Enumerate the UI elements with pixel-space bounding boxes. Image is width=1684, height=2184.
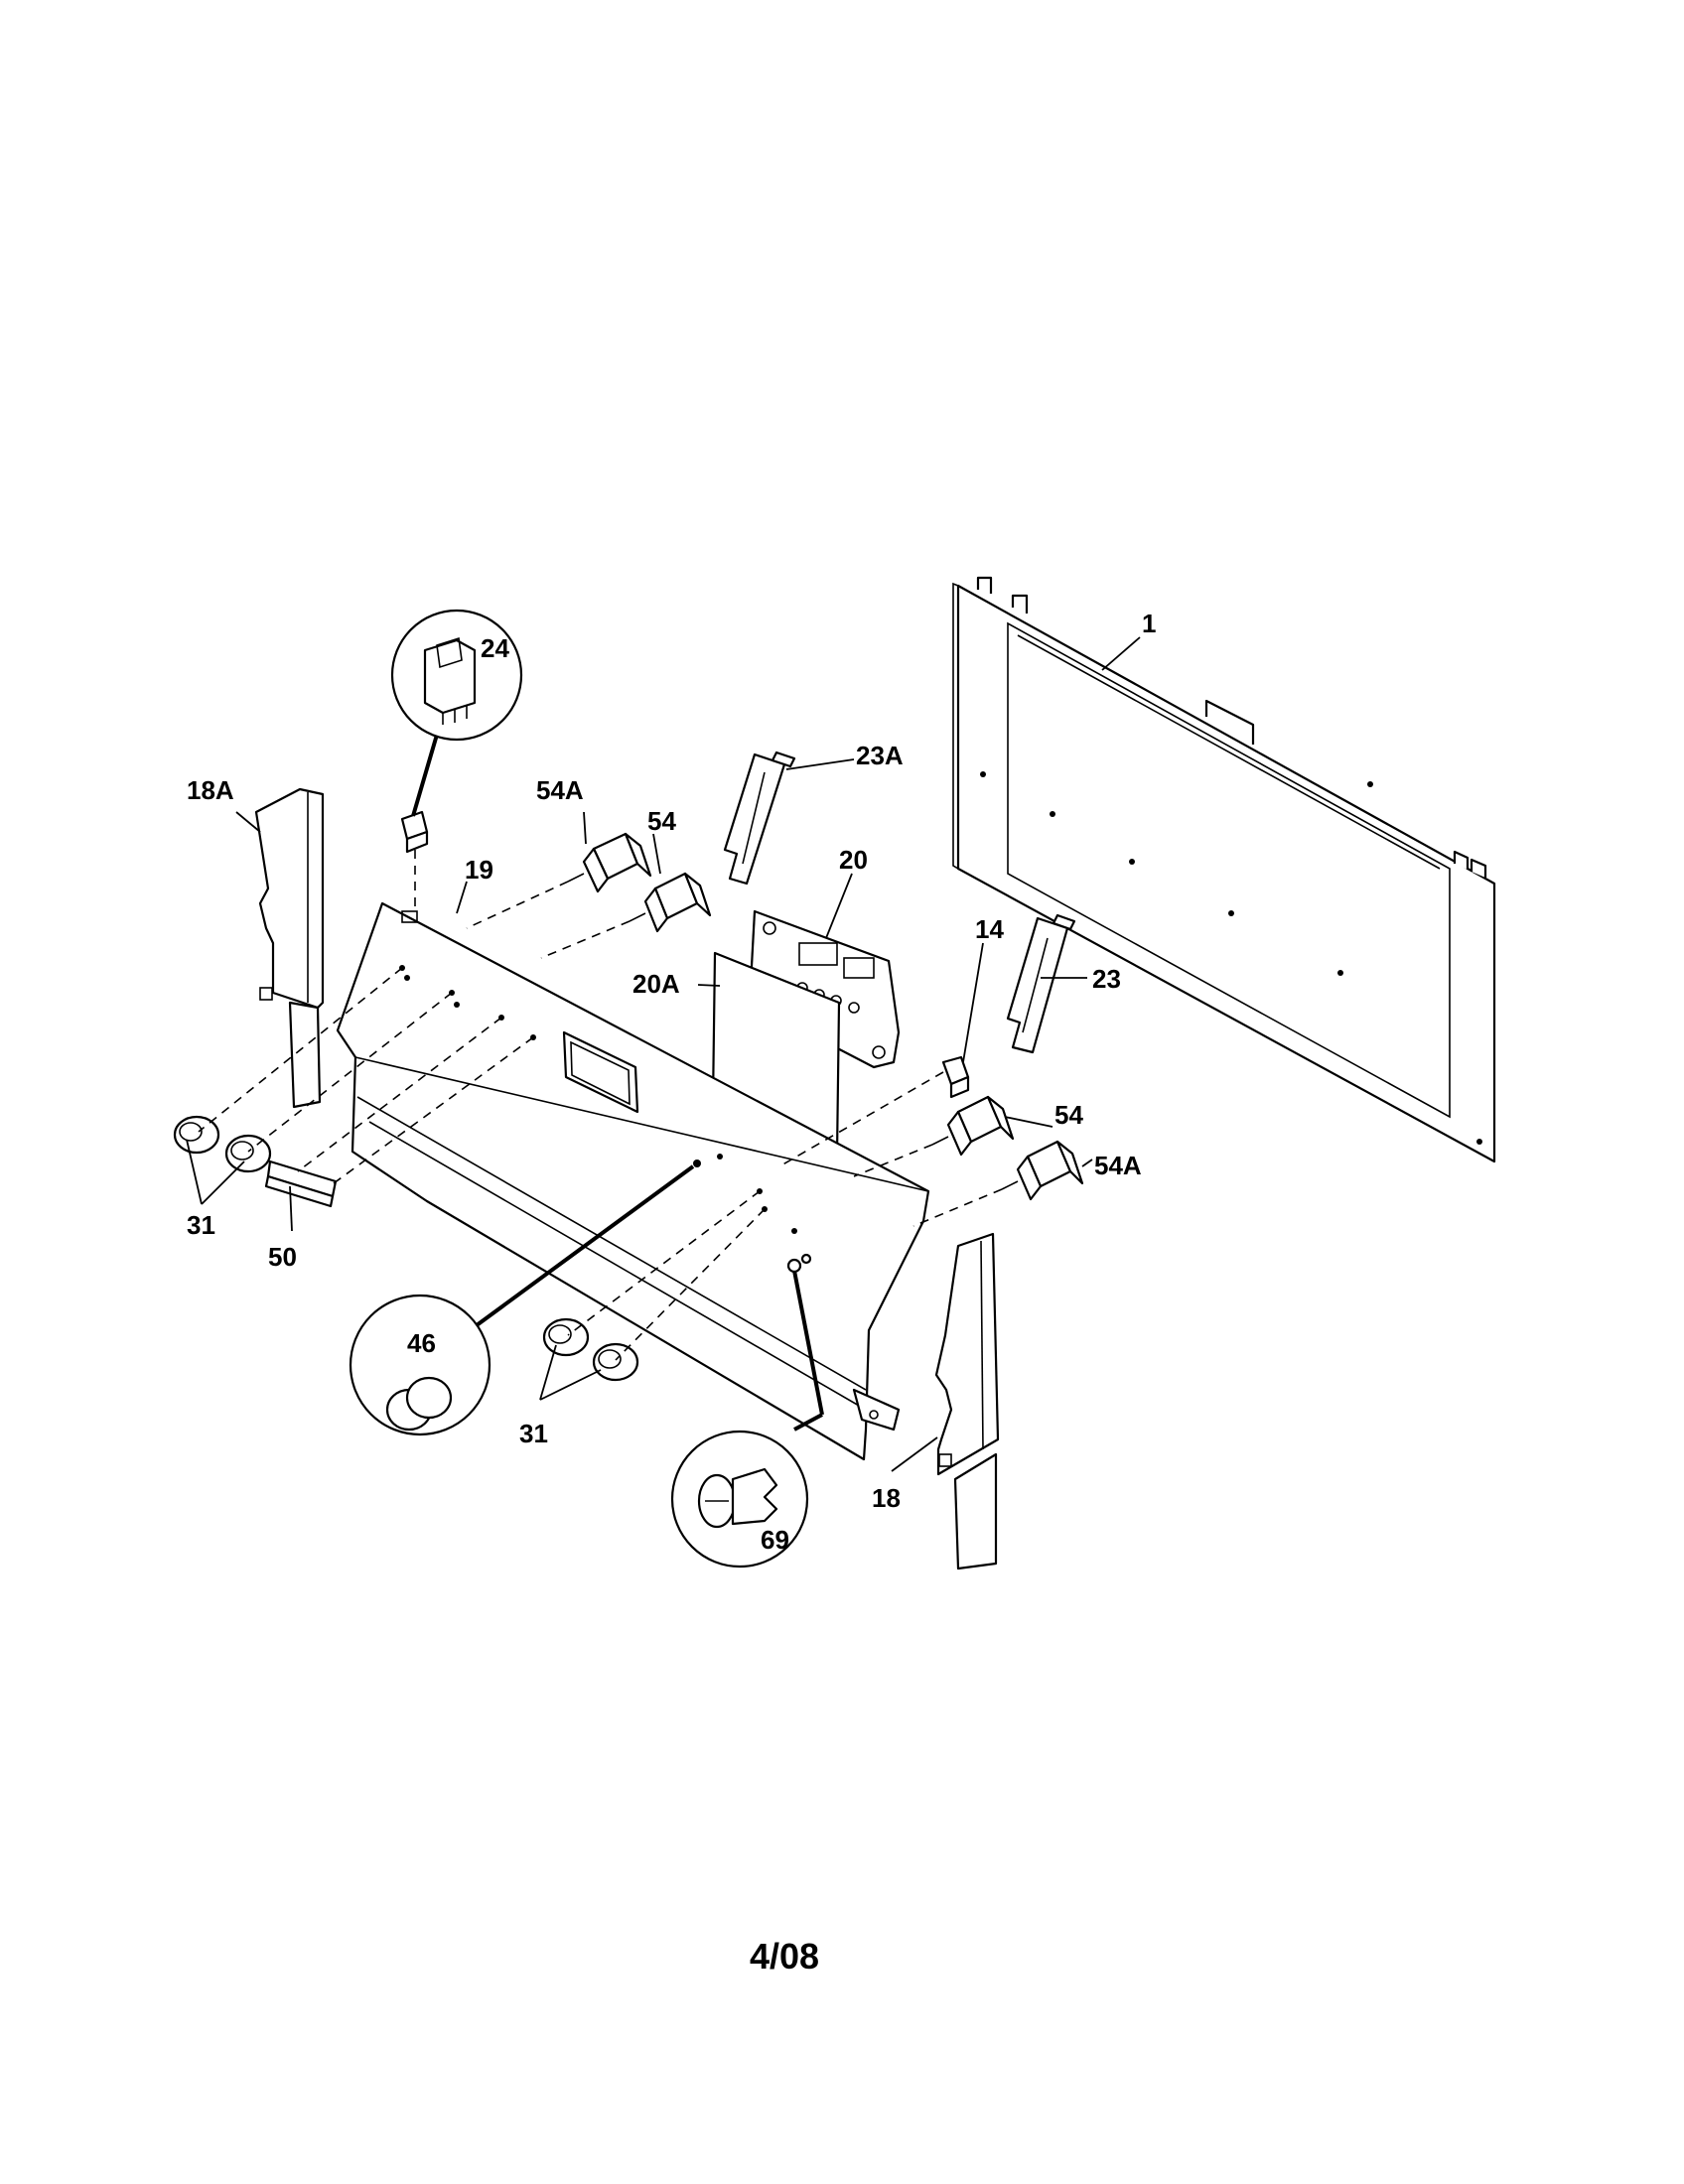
label-part-50: 50 bbox=[268, 1242, 297, 1272]
part-19-control-panel bbox=[336, 901, 930, 1461]
part-18-side-trim bbox=[934, 1232, 1000, 1570]
label-part-20a: 20A bbox=[632, 969, 680, 999]
part-labels: 1 23A 24 18A 54A 54 20 19 14 20A 23 54 5… bbox=[187, 609, 1156, 1555]
label-part-23a: 23A bbox=[856, 741, 904, 770]
part-23-bracket bbox=[1006, 913, 1076, 1054]
part-24-rocker-switch bbox=[390, 609, 523, 854]
part-54-upper-switch bbox=[629, 872, 712, 933]
label-part-18: 18 bbox=[872, 1483, 901, 1513]
label-part-31-center: 31 bbox=[519, 1419, 548, 1448]
label-part-69: 69 bbox=[761, 1525, 789, 1555]
part-14-switch bbox=[941, 1055, 970, 1099]
part-50-indicator-lens bbox=[264, 1160, 338, 1208]
label-part-54-upper: 54 bbox=[647, 806, 676, 836]
label-part-20: 20 bbox=[839, 845, 868, 875]
label-part-54a-right: 54A bbox=[1094, 1151, 1142, 1180]
part-31-left-knobs bbox=[173, 1115, 272, 1173]
label-part-1: 1 bbox=[1142, 609, 1156, 638]
part-23a-bracket bbox=[723, 751, 796, 886]
part-46-indicator-light bbox=[349, 1160, 701, 1436]
part-54a-upper-switch bbox=[567, 832, 652, 893]
footer-date-code: 4/08 bbox=[750, 1936, 819, 1977]
part-20-control-board bbox=[748, 909, 901, 1069]
label-part-19: 19 bbox=[465, 855, 493, 885]
label-part-46: 46 bbox=[407, 1328, 436, 1358]
part-54a-right-switch bbox=[1001, 1140, 1084, 1201]
label-part-31-left: 31 bbox=[187, 1210, 215, 1240]
part-18a-side-trim bbox=[254, 787, 325, 1109]
label-part-23: 23 bbox=[1092, 964, 1121, 994]
part-31-center-knobs bbox=[542, 1317, 639, 1382]
label-part-18a: 18A bbox=[187, 775, 234, 805]
part-69-screw bbox=[670, 1253, 824, 1569]
label-part-24: 24 bbox=[481, 633, 509, 663]
part-1-rear-panel bbox=[952, 576, 1496, 1163]
label-part-14: 14 bbox=[975, 914, 1004, 944]
label-part-54a-upper: 54A bbox=[536, 775, 584, 805]
label-part-54-right: 54 bbox=[1054, 1100, 1083, 1130]
part-54-right-switch bbox=[931, 1095, 1015, 1157]
assembly-dashed-lines bbox=[198, 834, 1003, 1361]
leader-lines bbox=[186, 636, 1141, 1472]
